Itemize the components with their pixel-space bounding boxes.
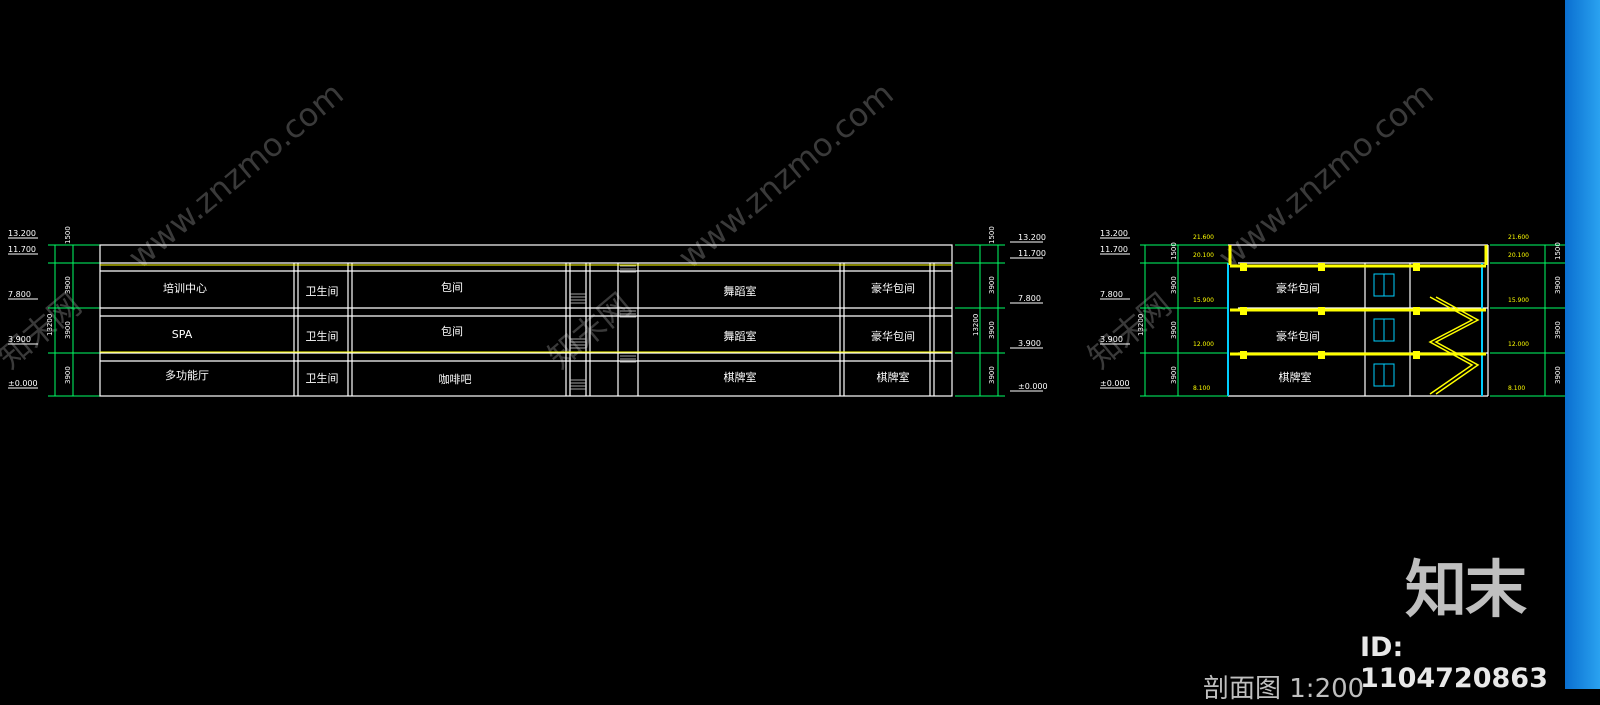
- inner-level: 15.900: [1193, 297, 1214, 304]
- inner-level: 21.600: [1508, 234, 1529, 241]
- room-label: 豪华包间: [1276, 329, 1320, 343]
- right-walls-cyan: [1227, 263, 1483, 396]
- total-dim-label: 13200: [1137, 314, 1145, 336]
- total-dim-label: 13200: [46, 314, 54, 336]
- room-label: 包间: [441, 325, 463, 338]
- left-level-marks: 13.200 11.700 7.800 3.900 ±0.000: [8, 229, 38, 388]
- room-label: 舞蹈室: [724, 284, 757, 298]
- stair-hatch: [570, 265, 636, 390]
- level-label: 13.200: [1018, 233, 1046, 242]
- dim-label: 1500: [1170, 242, 1178, 260]
- watermark-group: www.znzmo.com www.znzmo.com www.znzmo.co…: [0, 75, 1441, 377]
- total-dim-label: 13200: [972, 314, 980, 336]
- right-dim-lines: [1140, 244, 1565, 397]
- dim-label: 1500: [64, 226, 72, 244]
- level-label: ±0.000: [1100, 379, 1130, 388]
- right-levels-outer: 13.200 11.700 7.800 3.900 ±0.000: [1100, 229, 1130, 388]
- dim-label: 3900: [988, 276, 996, 294]
- dim-label: 3900: [64, 321, 72, 339]
- inner-level: 8.100: [1193, 385, 1210, 392]
- room-label: 包间: [441, 281, 463, 294]
- room-label: 豪华包间: [1276, 281, 1320, 295]
- room-label: 棋牌室: [724, 370, 757, 384]
- right-building-outline: [1228, 244, 1489, 397]
- left-section-right-dim-text: 1500 3900 3900 3900 13200: [972, 226, 996, 384]
- right-beams: [1240, 263, 1420, 359]
- room-label: 棋牌室: [877, 370, 910, 384]
- level-label: 3.900: [1100, 335, 1123, 344]
- left-floor-slabs: [100, 264, 952, 353]
- room-label: 卫生间: [306, 371, 339, 385]
- right-stair: [1428, 296, 1480, 395]
- dim-label: 3900: [1554, 321, 1562, 339]
- room-label: 舞蹈室: [724, 329, 757, 343]
- dim-label: 3900: [988, 321, 996, 339]
- level-label: 11.700: [1100, 245, 1128, 254]
- dim-label: 3900: [1170, 276, 1178, 294]
- dim-label: 3900: [1554, 276, 1562, 294]
- room-label: 培训中心: [163, 281, 207, 295]
- level-label: 3.900: [1018, 339, 1041, 348]
- level-label: 13.200: [8, 229, 36, 238]
- room-label: 多功能厅: [165, 368, 209, 382]
- right-inner-levels: 21.600 20.100 15.900 12.000 8.100 21.600…: [1193, 234, 1529, 392]
- room-label: 咖啡吧: [439, 372, 472, 386]
- level-label: 7.800: [1100, 290, 1123, 299]
- watermark-text: www.znzmo.com: [671, 75, 901, 277]
- left-section-right-levels: 13.200 11.700 7.800 3.900 ±0.000: [1018, 233, 1048, 391]
- level-label: ±0.000: [8, 379, 38, 388]
- left-section-right-dims: [955, 244, 1005, 397]
- dim-label: 3900: [1170, 321, 1178, 339]
- inner-level: 8.100: [1508, 385, 1525, 392]
- left-room-labels: 培训中心 卫生间 包间 舞蹈室 豪华包间 SPA 卫生间 包间 舞蹈室 豪华包间…: [163, 281, 915, 386]
- id-label: ID: 1104720863: [1360, 632, 1548, 694]
- inner-level: 20.100: [1193, 252, 1214, 259]
- level-label: 7.800: [1018, 294, 1041, 303]
- inner-level: 21.600: [1193, 234, 1214, 241]
- znzmo-logo: 知末: [1405, 553, 1527, 626]
- inner-level: 12.000: [1193, 341, 1214, 348]
- dim-label: 3900: [1554, 366, 1562, 384]
- room-label: SPA: [172, 328, 193, 341]
- left-section: 13.200 11.700 7.800 3.900 ±0.000: [8, 226, 1048, 397]
- level-label: 3.900: [8, 335, 31, 344]
- level-label: 11.700: [1018, 249, 1046, 258]
- dim-label: 3900: [64, 276, 72, 294]
- dim-label: 3900: [988, 366, 996, 384]
- dim-label: 3900: [1170, 366, 1178, 384]
- right-slabs-yellow: [1228, 245, 1488, 356]
- left-dim-lines: [48, 244, 100, 397]
- left-level-lines: [8, 237, 38, 389]
- inner-level: 15.900: [1508, 297, 1529, 304]
- watermark-text: www.znzmo.com: [1211, 75, 1441, 277]
- level-label: 13.200: [1100, 229, 1128, 238]
- dim-label: 1500: [988, 226, 996, 244]
- right-dim-text: 1500 3900 3900 3900 13200 1500 3900 3900…: [1137, 242, 1562, 384]
- room-label: 豪华包间: [871, 329, 915, 343]
- dim-label: 3900: [64, 366, 72, 384]
- level-label: 11.700: [8, 245, 36, 254]
- section-drawing: www.znzmo.com www.znzmo.com www.znzmo.co…: [0, 75, 1565, 397]
- room-label: 豪华包间: [871, 281, 915, 295]
- watermark-text: www.znzmo.com: [121, 75, 351, 277]
- right-room-labels: 豪华包间 豪华包间 棋牌室: [1276, 281, 1320, 384]
- inner-level: 20.100: [1508, 252, 1529, 259]
- right-level-lines: [1100, 237, 1130, 389]
- left-building-outline: [99, 244, 953, 397]
- room-label: 卫生间: [306, 329, 339, 343]
- right-windows: [1373, 273, 1395, 387]
- drawing-title: 剖面图 1:200: [1203, 674, 1365, 704]
- inner-level: 12.000: [1508, 341, 1529, 348]
- left-section-right-level-lines: [1010, 241, 1043, 392]
- right-accent-bar: [1565, 0, 1600, 689]
- level-label: 7.800: [8, 290, 31, 299]
- left-dim-text: 1500 3900 3900 3900 13200: [46, 226, 72, 384]
- room-label: 卫生间: [306, 284, 339, 298]
- dim-label: 1500: [1554, 242, 1562, 260]
- level-label: ±0.000: [1018, 382, 1048, 391]
- room-label: 棋牌室: [1279, 370, 1312, 384]
- right-section: 13.200 11.700 7.800 3.900 ±0.000: [1100, 229, 1565, 397]
